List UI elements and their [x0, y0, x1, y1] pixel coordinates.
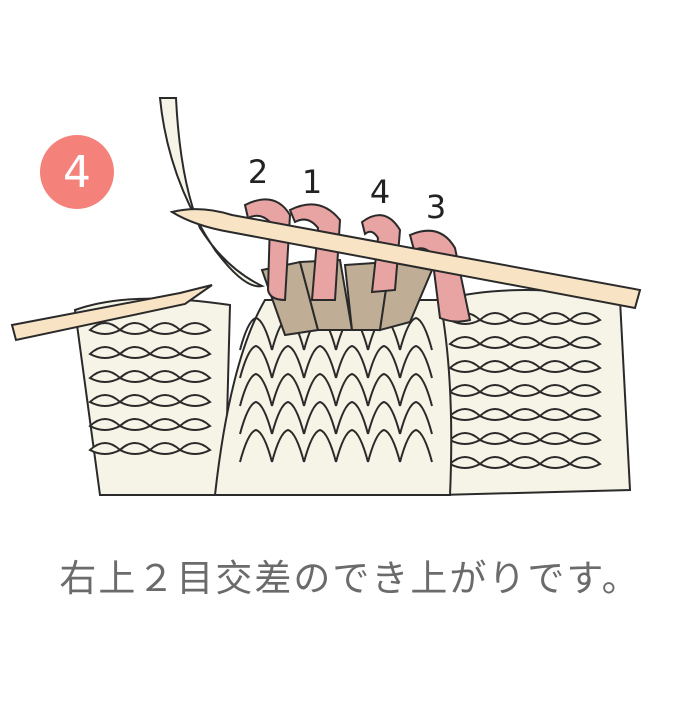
purl-bump [178, 418, 212, 431]
purl-bump [568, 456, 602, 469]
stitch-label-4th: 3 [426, 188, 446, 226]
knit-v-stitch [335, 400, 369, 435]
knit-v-stitch [303, 400, 337, 435]
knit-v-stitch [271, 400, 305, 435]
right-needle [158, 97, 265, 288]
purl-bump [568, 408, 602, 421]
cable-column [213, 299, 453, 496]
knit-v-stitch [335, 372, 369, 407]
knit-v-stitch [303, 428, 337, 463]
knit-v-stitch [335, 344, 369, 379]
purl-bump [178, 370, 212, 383]
purl-bump [568, 312, 602, 325]
knit-v-stitch [367, 372, 401, 407]
knit-v-stitch [303, 372, 337, 407]
purl-bump [568, 432, 602, 445]
stitch-label-1st: 2 [248, 153, 268, 191]
knit-v-stitch [239, 316, 273, 351]
purl-bump [568, 360, 602, 373]
stitch-label-3rd: 4 [370, 173, 390, 211]
knit-v-stitch [399, 428, 433, 463]
stitch-number-labels: 2 1 4 3 [248, 153, 446, 226]
step-number-badge: 4 [40, 135, 114, 209]
knit-v-stitch [399, 372, 433, 407]
working-needle [169, 208, 642, 310]
knit-v-stitch [271, 344, 305, 379]
left-fabric [73, 297, 232, 496]
purl-bump [568, 384, 602, 397]
knit-v-stitch [239, 400, 273, 435]
purl-bump [178, 322, 212, 335]
stitch-label-2nd: 1 [302, 163, 322, 201]
knit-v-stitch [367, 400, 401, 435]
purl-bump [178, 346, 212, 359]
knit-v-stitch [271, 428, 305, 463]
knit-v-stitch [239, 428, 273, 463]
purl-bump [568, 336, 602, 349]
knit-v-stitch [239, 372, 273, 407]
knit-v-stitch [399, 400, 433, 435]
left-needle [10, 284, 213, 342]
knit-v-stitch [239, 344, 273, 379]
knit-v-stitch [367, 428, 401, 463]
knit-v-stitch [399, 316, 433, 351]
right-fabric [439, 289, 632, 497]
knit-v-stitch [367, 344, 401, 379]
purl-bump [178, 442, 212, 455]
knit-v-stitch [271, 372, 305, 407]
knit-v-stitch [399, 344, 433, 379]
purl-bump [178, 394, 212, 407]
caption-text: 右上２目交差のでき上がりです。 [59, 557, 641, 600]
knit-v-stitch [335, 428, 369, 463]
knit-v-stitch [303, 344, 337, 379]
